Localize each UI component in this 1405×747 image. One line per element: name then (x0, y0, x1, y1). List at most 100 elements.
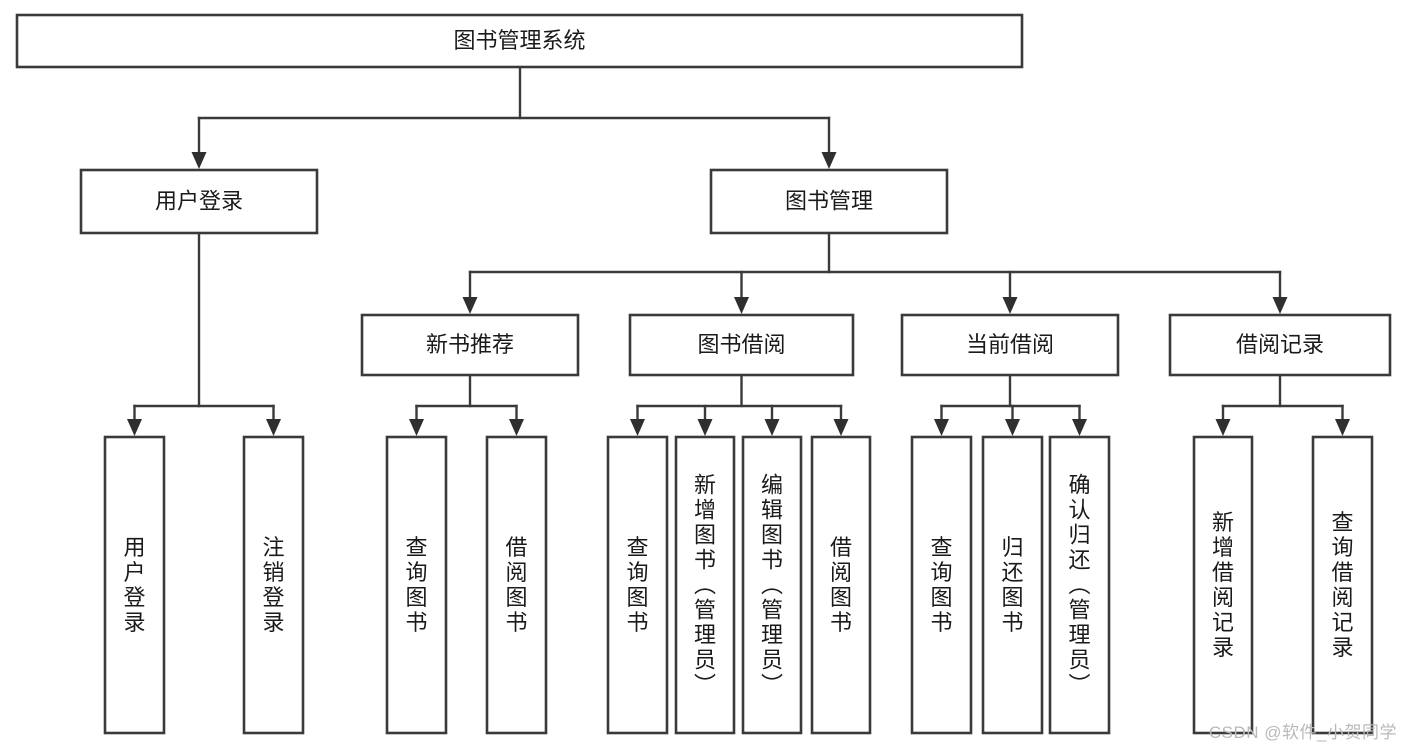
leaf-label-char: 图 (505, 585, 527, 610)
leaf-label-char: 录 (1331, 635, 1353, 660)
arrow-head-icon (1072, 419, 1087, 436)
leaf-label-char: 书 (1001, 610, 1023, 635)
leaf-box[interactable] (1192, 435, 1254, 735)
leaf-label-char: 录 (123, 610, 145, 635)
level2-node[interactable]: 图书管理 (709, 168, 949, 235)
leaf-label-char: ︶ (694, 673, 716, 698)
leaf-label-char: 借 (505, 535, 527, 560)
leaf-box[interactable] (103, 435, 166, 735)
leaf-label-char: 登 (262, 585, 284, 610)
level3-box[interactable] (628, 313, 855, 377)
leaf-box[interactable] (910, 435, 973, 735)
leaf-label-char: 销 (262, 560, 284, 585)
level3-node[interactable]: 当前借阅 (900, 313, 1120, 377)
leaf-label-char: 查 (930, 535, 952, 560)
leaf-label-char: ︵ (761, 573, 783, 598)
leaf-box[interactable] (981, 435, 1044, 735)
leaf-label-char: 理 (694, 623, 716, 648)
leaf-label-char: 图 (694, 523, 716, 548)
arrow-head-icon (1002, 297, 1018, 314)
arrow-head-icon (266, 419, 281, 436)
level3-node[interactable]: 新书推荐 (360, 313, 580, 377)
arrow-head-icon (1005, 419, 1020, 436)
arrow-head-icon (630, 419, 645, 436)
leaf-label-char: 记 (1212, 610, 1234, 635)
leaf-label-char: 录 (262, 610, 284, 635)
leaf-box[interactable] (810, 435, 872, 735)
leaf-box[interactable] (385, 435, 448, 735)
leaf-box[interactable] (1311, 435, 1374, 735)
leaf-label-char: 增 (694, 498, 716, 523)
leaf-label-char: ︶ (761, 673, 783, 698)
leaf-label-char: 管 (1068, 598, 1090, 623)
leaf-label-char: 归 (1068, 523, 1090, 548)
leaf-label-char: 图 (405, 585, 427, 610)
leaf-label-char: 员 (694, 648, 716, 673)
leaf-label-char: 图 (830, 585, 852, 610)
leaf-label-char: 编 (761, 473, 783, 498)
leaf-label-char: 还 (1001, 560, 1023, 585)
leaf-label-char: 登 (123, 585, 145, 610)
leaf-label-char: 记 (1331, 610, 1353, 635)
level3-label: 当前借阅 (966, 332, 1054, 357)
leaf-label-char: 户 (123, 560, 145, 585)
leaf-label-char: 用 (123, 535, 145, 560)
level3-node[interactable]: 借阅记录 (1168, 313, 1392, 377)
level2-box[interactable] (709, 168, 949, 235)
level2-node[interactable]: 用户登录 (79, 168, 319, 235)
leaf-label-char: ︵ (694, 573, 716, 598)
leaf-label-char: ︵ (1068, 573, 1090, 598)
leaf-node[interactable]: 用户登录 (103, 435, 166, 735)
level3-label: 新书推荐 (426, 332, 514, 357)
leaf-label-char: 阅 (505, 560, 527, 585)
leaf-label-char: 确 (1068, 473, 1090, 498)
level3-box[interactable] (900, 313, 1120, 377)
leaf-box[interactable] (674, 435, 736, 735)
leaf-label-char: 书 (405, 610, 427, 635)
arrow-head-icon (734, 297, 749, 314)
arrow-head-icon (934, 419, 949, 436)
root-box[interactable] (15, 13, 1024, 69)
leaf-label-char: 书 (930, 610, 952, 635)
level3-box[interactable] (360, 313, 580, 377)
leaf-label-char: 查 (405, 535, 427, 560)
leaf-label-char: 员 (761, 648, 783, 673)
level2-box[interactable] (79, 168, 319, 235)
arrow-head-icon (821, 152, 837, 169)
leaf-label-char: 询 (626, 560, 648, 585)
leaf-box[interactable] (606, 435, 669, 735)
level3-box[interactable] (1168, 313, 1392, 377)
arrow-head-icon (127, 419, 142, 436)
leaf-label-char: 录 (1212, 635, 1234, 660)
leaf-box[interactable] (741, 435, 803, 735)
connectors-layer (127, 65, 1350, 436)
arrow-head-icon (1335, 419, 1350, 436)
nodes-layer: 图书管理系统用户登录图书管理新书推荐图书借阅当前借阅借阅记录用户登录注销登录查询… (15, 13, 1392, 735)
leaf-label-char: 还 (1068, 548, 1090, 573)
arrow-head-icon (462, 297, 478, 314)
root-node[interactable]: 图书管理系统 (15, 13, 1024, 69)
arrow-head-icon (764, 419, 780, 436)
leaf-box[interactable] (242, 435, 305, 735)
leaf-label-char: 阅 (830, 560, 852, 585)
arrow-head-icon (191, 152, 207, 169)
leaf-box[interactable] (1048, 435, 1111, 735)
level3-node[interactable]: 图书借阅 (628, 313, 855, 377)
leaf-label-char: 归 (1001, 535, 1023, 560)
leaf-box[interactable] (485, 435, 548, 735)
level2-label: 用户登录 (155, 188, 243, 213)
